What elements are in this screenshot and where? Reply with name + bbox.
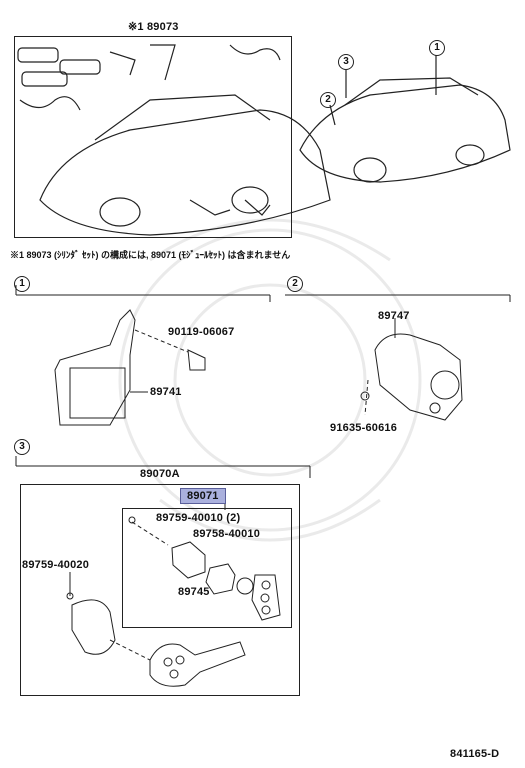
cylinder-set-car-illustration bbox=[17, 44, 331, 236]
section1-frame-lines bbox=[15, 285, 271, 426]
part-number-90119-06067[interactable]: 90119-06067 bbox=[168, 326, 235, 338]
part-number-89759-40010[interactable]: 89759-40010 (2) bbox=[156, 512, 241, 524]
diagram-id: 841165-D bbox=[450, 748, 500, 760]
section2-marker: 2 bbox=[287, 276, 303, 292]
cylinder-set-ref-label: ※1 89073 bbox=[128, 21, 179, 33]
vehicle-overview-illustration bbox=[299, 55, 511, 183]
callout-circle-3: 3 bbox=[338, 54, 354, 70]
part-number-91635-60616[interactable]: 91635-60616 bbox=[330, 422, 398, 434]
callout-circle-1: 1 bbox=[429, 40, 445, 56]
part-number-89747[interactable]: 89747 bbox=[378, 310, 410, 322]
cylinder-set-box bbox=[14, 36, 292, 238]
part-number-89745[interactable]: 89745 bbox=[178, 586, 210, 598]
assembly-number-89070A[interactable]: 89070A bbox=[140, 468, 180, 480]
composition-note: ※1 89073 (ｼﾘﾝﾀﾞ ｾｯﾄ) の構成には, 89071 (ﾓｼﾞｭｰ… bbox=[10, 250, 291, 260]
section1-marker: 1 bbox=[14, 276, 30, 292]
section2-frame-lines bbox=[285, 294, 511, 421]
part-number-89759-40020[interactable]: 89759-40020 bbox=[22, 559, 90, 571]
part-number-89758-40010[interactable]: 89758-40010 bbox=[193, 528, 261, 540]
watermark-emblem bbox=[118, 218, 422, 542]
module-number-89071[interactable]: 89071 bbox=[180, 488, 226, 504]
module-set-box bbox=[122, 508, 292, 628]
part-number-89741[interactable]: 89741 bbox=[150, 386, 182, 398]
callout-circle-2: 2 bbox=[320, 92, 336, 108]
key-assembly-box bbox=[20, 484, 300, 696]
section3-marker: 3 bbox=[14, 439, 30, 455]
